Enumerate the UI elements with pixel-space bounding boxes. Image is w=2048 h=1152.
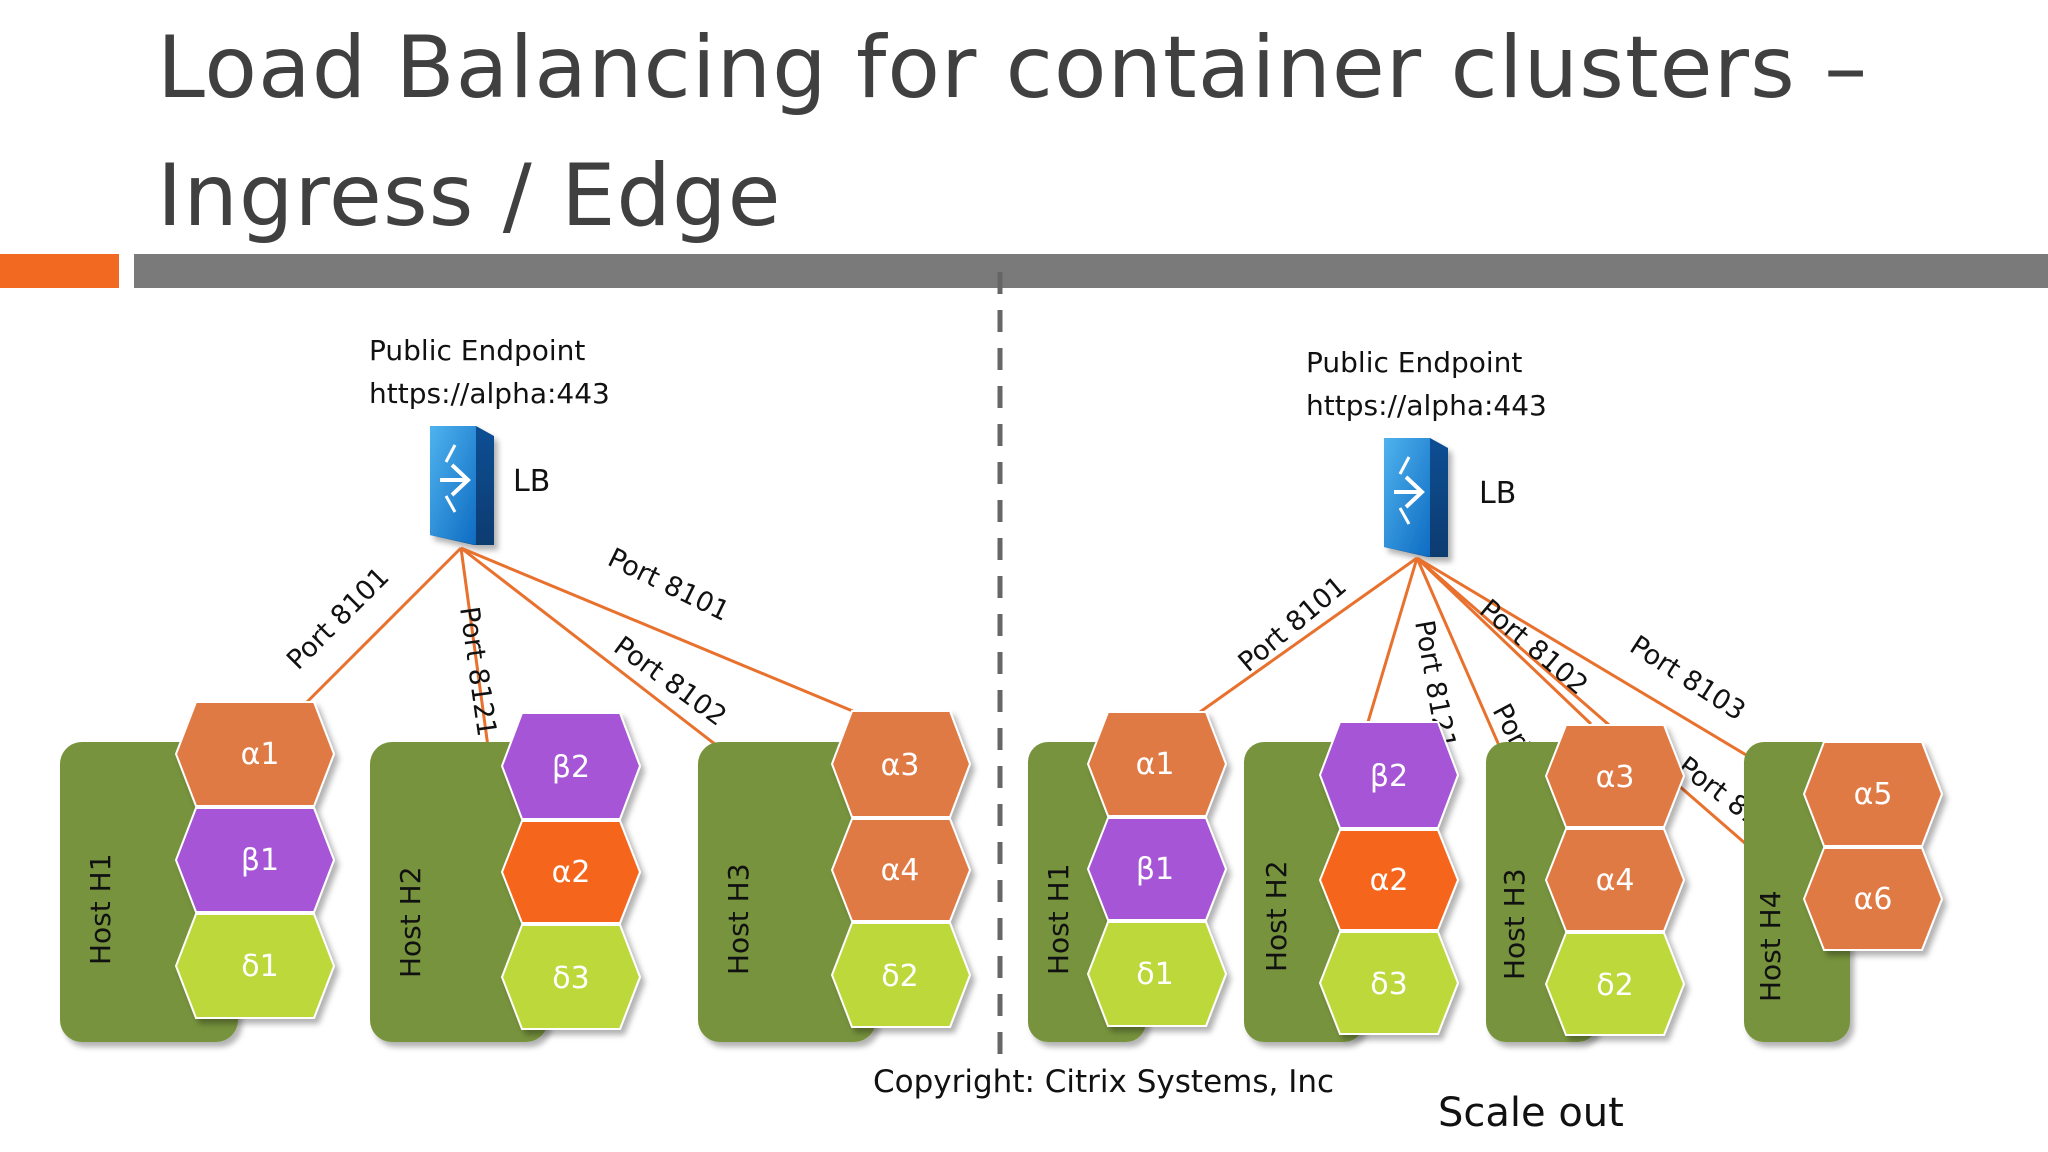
container-beta bbox=[1318, 721, 1460, 829]
container-label: α4 bbox=[1596, 863, 1635, 898]
container-label: δ2 bbox=[881, 959, 918, 994]
right-endpoint-label: Public Endpoint bbox=[1306, 346, 1522, 379]
left-lb-label: LB bbox=[513, 464, 550, 499]
container-label: α6 bbox=[1854, 882, 1893, 917]
container-label: α3 bbox=[881, 748, 920, 783]
container-delta bbox=[174, 913, 336, 1019]
container-delta bbox=[830, 922, 972, 1028]
title-divider-bar bbox=[134, 254, 2048, 288]
left-host-h1: Host H1 α1 β1 δ1 bbox=[60, 701, 336, 1042]
container-label: α1 bbox=[1136, 747, 1175, 782]
right-port-label: Port 8101 bbox=[1233, 571, 1353, 679]
host-label: Host H3 bbox=[1498, 868, 1531, 980]
container-alpha bbox=[1802, 847, 1944, 951]
left-link-h1-alpha1 bbox=[304, 546, 463, 705]
container-delta bbox=[1086, 921, 1228, 1027]
container-label: α1 bbox=[241, 737, 280, 772]
container-label: α3 bbox=[1596, 760, 1635, 795]
container-label: α5 bbox=[1854, 777, 1893, 812]
host-box bbox=[370, 742, 548, 1042]
host-label: Host H1 bbox=[1042, 863, 1075, 975]
container-alpha bbox=[500, 820, 642, 924]
container-alpha bbox=[1544, 724, 1686, 828]
container-beta bbox=[174, 807, 336, 913]
container-alpha bbox=[830, 710, 972, 818]
container-label: β2 bbox=[1370, 759, 1408, 794]
container-alpha bbox=[1802, 741, 1944, 847]
container-label: δ3 bbox=[1370, 967, 1407, 1002]
left-port-label: Port 8101 bbox=[281, 562, 395, 676]
left-endpoint-label: Public Endpoint bbox=[369, 334, 585, 367]
right-link-h1-alpha1 bbox=[1199, 556, 1418, 714]
container-beta bbox=[500, 712, 642, 820]
title-accent-bar bbox=[0, 254, 119, 288]
container-alpha bbox=[1318, 829, 1460, 931]
container-label: δ1 bbox=[241, 949, 278, 984]
right-port-label: Port 8103 bbox=[1624, 630, 1751, 727]
left-panel: Public Endpoint https://alpha:443 LB Por… bbox=[60, 334, 972, 1042]
container-label: α2 bbox=[552, 855, 591, 890]
host-label: Host H3 bbox=[722, 863, 755, 975]
host-label: Host H4 bbox=[1754, 890, 1787, 1002]
container-delta bbox=[1544, 932, 1686, 1036]
scale-out-caption: Scale out bbox=[1438, 1090, 1624, 1136]
host-label: Host H2 bbox=[1260, 860, 1293, 972]
container-label: α4 bbox=[881, 853, 920, 888]
right-panel: Public Endpoint https://alpha:443 LB Por… bbox=[1028, 346, 1944, 1042]
left-port-label: Port 8102 bbox=[608, 631, 732, 733]
container-alpha bbox=[1544, 828, 1686, 932]
title-line-1: Load Balancing for container clusters – bbox=[157, 18, 1869, 118]
container-alpha bbox=[174, 701, 336, 807]
copyright-text: Copyright: Citrix Systems, Inc bbox=[873, 1064, 1334, 1100]
right-lb-icon bbox=[1384, 438, 1448, 557]
left-host-h3: Host H3 α3 α4 δ2 bbox=[698, 710, 972, 1042]
container-label: β1 bbox=[241, 843, 279, 878]
right-lb-label: LB bbox=[1479, 476, 1516, 511]
container-label: β2 bbox=[552, 750, 590, 785]
container-label: δ3 bbox=[552, 961, 589, 996]
left-endpoint-url: https://alpha:443 bbox=[369, 377, 610, 410]
right-link-h3-alpha3 bbox=[1415, 556, 1593, 726]
container-label: δ2 bbox=[1596, 968, 1633, 1003]
right-host-h1: Host H1 α1 β1 δ1 bbox=[1028, 711, 1228, 1042]
container-alpha bbox=[1086, 711, 1228, 817]
container-label: δ1 bbox=[1136, 957, 1173, 992]
host-box bbox=[698, 742, 876, 1042]
title-line-2: Ingress / Edge bbox=[157, 146, 782, 246]
container-label: α2 bbox=[1370, 863, 1409, 898]
right-host-h2: Host H2 β2 α2 δ3 bbox=[1244, 721, 1460, 1042]
container-label: β1 bbox=[1136, 852, 1174, 887]
left-host-h2: Host H2 β2 α2 δ3 bbox=[370, 712, 642, 1042]
left-port-label: Port 8121 bbox=[453, 605, 502, 739]
host-label: Host H1 bbox=[84, 853, 117, 965]
container-beta bbox=[1086, 817, 1228, 921]
left-link-h3-alpha3 bbox=[460, 546, 856, 714]
host-label: Host H2 bbox=[394, 866, 427, 978]
container-delta bbox=[500, 924, 642, 1030]
left-lb-icon bbox=[430, 426, 494, 545]
slide-title: Load Balancing for container clusters – … bbox=[157, 4, 1868, 260]
right-host-h3: Host H3 α3 α4 δ2 bbox=[1486, 724, 1686, 1042]
right-endpoint-url: https://alpha:443 bbox=[1306, 389, 1547, 422]
right-port-label: Port 8102 bbox=[1474, 594, 1594, 702]
right-link-h4-alpha5 bbox=[1416, 556, 1809, 794]
right-links bbox=[1199, 556, 1809, 900]
container-delta bbox=[1318, 931, 1460, 1035]
container-alpha bbox=[830, 818, 972, 922]
right-host-h4: Host H4 α5 α6 bbox=[1744, 741, 1944, 1042]
